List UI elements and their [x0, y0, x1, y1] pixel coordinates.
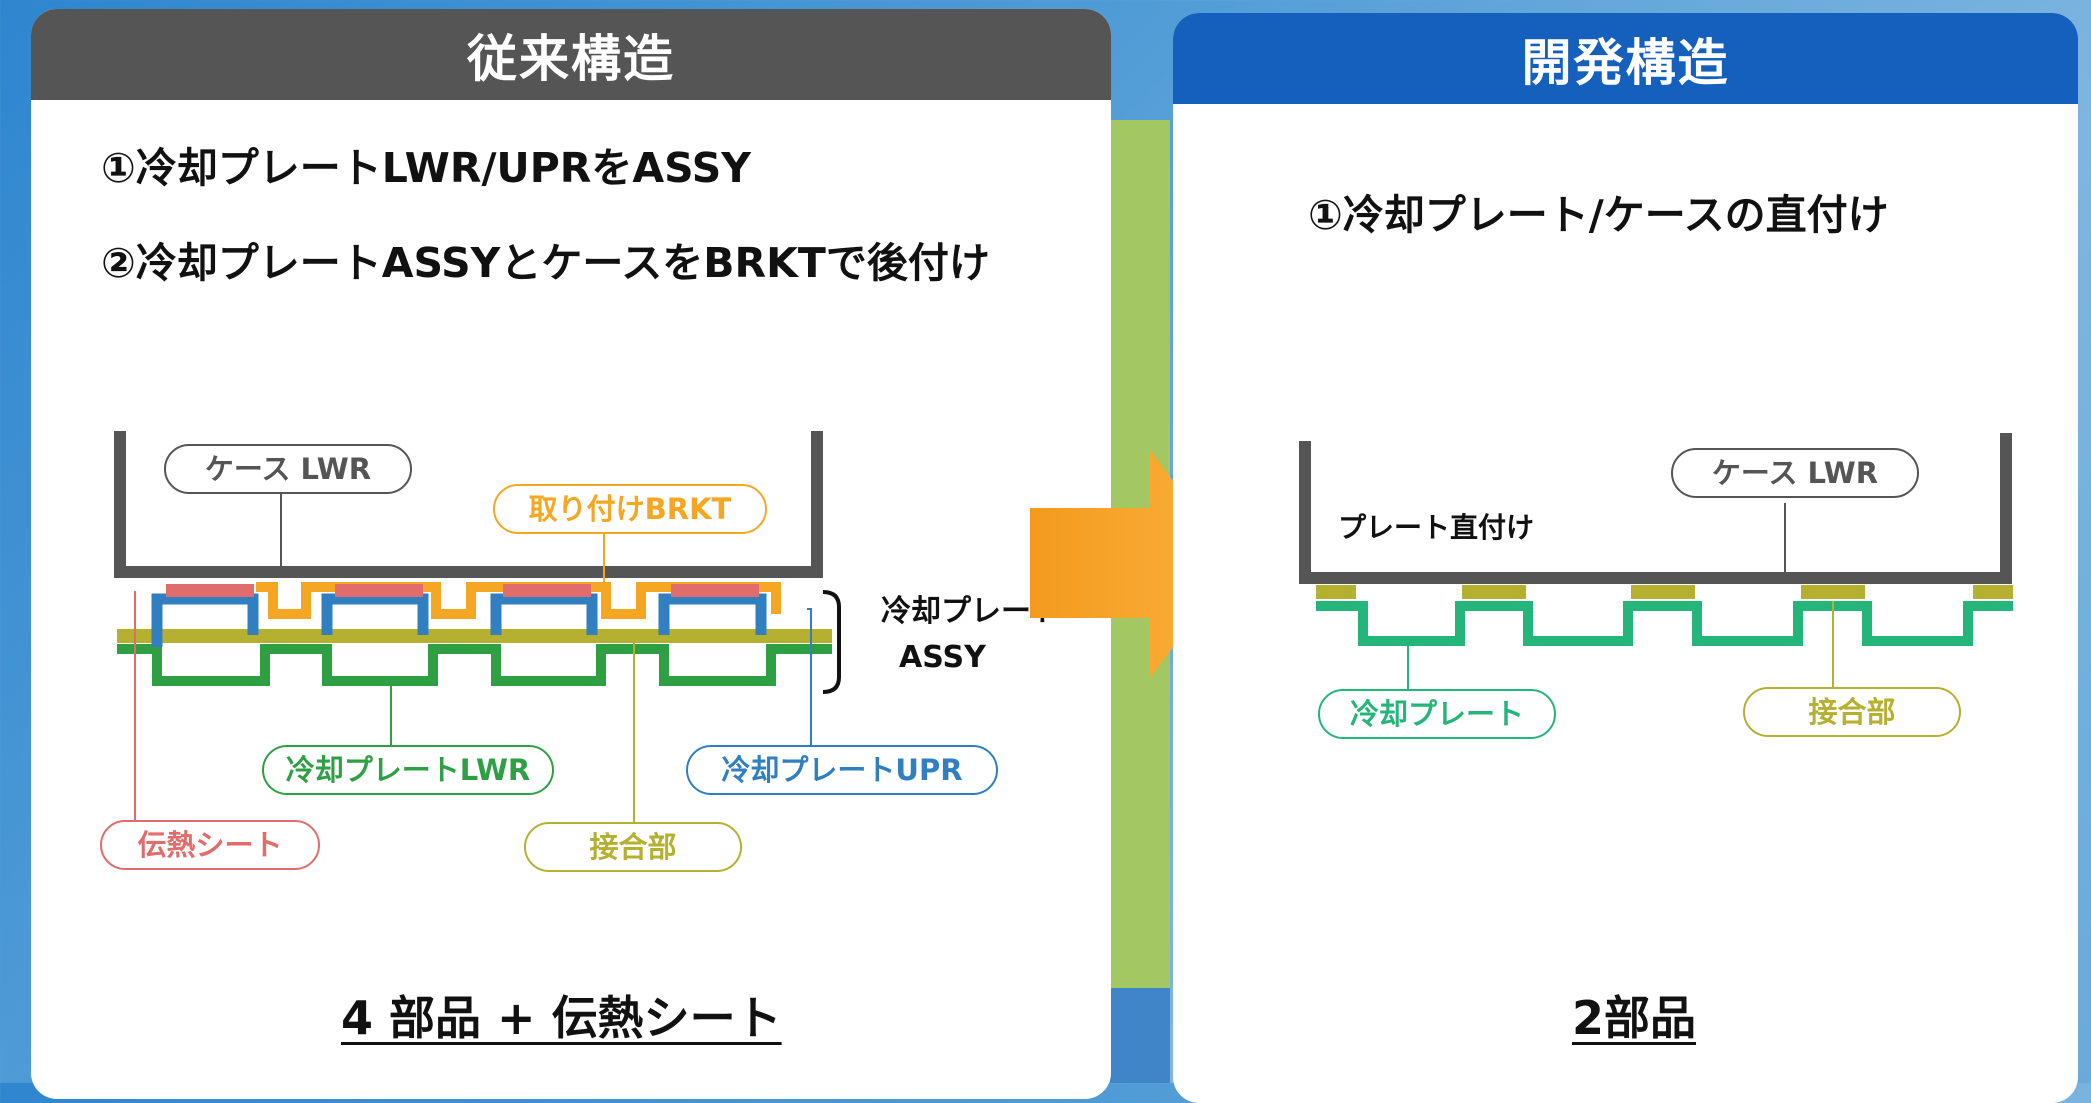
background-stripe-blue [1110, 988, 1170, 1083]
plate-lwr-pill [262, 745, 554, 795]
developed-step-1-text: ①冷却プレート/ケースの直付け [1308, 191, 1889, 239]
new-joint-5 [1973, 585, 2013, 599]
plate-upr-pill [686, 745, 998, 795]
assy-label-line2: ASSY [899, 640, 987, 675]
joint-layer [117, 629, 832, 643]
new-plate-label: 冷却プレート [1350, 697, 1524, 731]
case-lwr-pill [164, 444, 412, 494]
new-case-lwr-label: ケース LWR [1712, 456, 1878, 490]
plate-upr-leader [807, 608, 812, 745]
thermal-sheet-4 [671, 584, 759, 597]
new-case-lwr-shape [1299, 433, 2012, 584]
new-joint-2 [1462, 585, 1526, 599]
thermal-sheet-pill [100, 820, 320, 870]
conventional-structure-diagram: 冷却プレート ASSY ケース LWR 取り付けBRKT 冷却プレートLWR 冷… [100, 431, 1061, 872]
case-lwr-label: ケース LWR [205, 452, 371, 486]
cooling-plate-upr-shape [151, 593, 767, 647]
thermal-sheet-3 [503, 584, 591, 597]
developed-structure-diagram: プレート直付け ケース LWR 冷却プレート 接合部 [1299, 433, 2013, 739]
bracket-pill [493, 484, 767, 534]
new-plate-pill [1318, 689, 1556, 739]
thermal-sheet-2 [335, 584, 423, 597]
new-case-lwr-pill [1671, 448, 1919, 498]
joint-pill [524, 822, 742, 872]
developed-structure-panel: 開発構造 ①冷却プレート/ケースの直付け プレート直付け ケース LWR 冷却プ… [1173, 13, 2078, 1103]
plate-lwr-label: 冷却プレートLWR [286, 753, 531, 787]
step-2-text: ②冷却プレートASSYとケースをBRKTで後付け [101, 239, 990, 287]
bracket-label: 取り付けBRKT [529, 492, 732, 526]
new-joint-label: 接合部 [1808, 695, 1895, 729]
bracket-shape [256, 582, 781, 619]
conventional-parts-count: 4 部品 + 伝熱シート [341, 991, 782, 1045]
case-lwr-shape [114, 431, 823, 578]
new-joint-4 [1801, 585, 1865, 599]
thermal-sheet-label: 伝熱シート [137, 828, 282, 862]
plate-upr-label: 冷却プレートUPR [721, 753, 962, 787]
conventional-structure-panel: 従来構造 ①冷却プレートLWR/UPRをASSY ②冷却プレートASSYとケース… [31, 9, 1111, 1099]
new-joint-pill [1743, 687, 1961, 737]
new-joint-3 [1631, 585, 1695, 599]
cooling-plate-lwr-shape [117, 644, 832, 686]
new-cooling-plate-shape [1316, 601, 2013, 646]
panel-title-conventional: 従来構造 [31, 9, 1111, 100]
thermal-sheet-1 [166, 584, 254, 597]
direct-mount-label: プレート直付け [1338, 511, 1534, 544]
developed-parts-count: 2部品 [1572, 991, 1697, 1045]
new-joint-1 [1316, 585, 1356, 599]
step-1-text: ①冷却プレートLWR/UPRをASSY [101, 144, 751, 192]
panel-title-developed: 開発構造 [1173, 13, 2078, 104]
assy-brace [822, 590, 841, 694]
joint-label: 接合部 [589, 830, 676, 864]
